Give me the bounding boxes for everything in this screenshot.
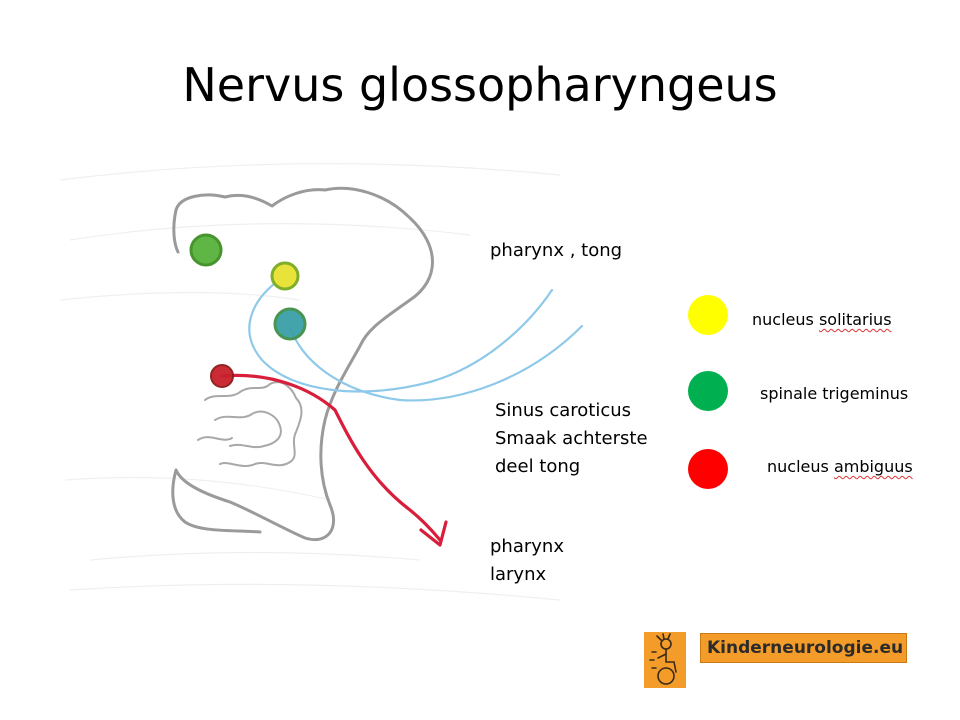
label-sinus-caroticus: Sinus caroticus Smaak achterste deel ton… — [495, 397, 648, 481]
green-nucleus-icon — [189, 233, 223, 267]
wheelchair-child-logo-icon — [644, 632, 686, 688]
site-banner[interactable]: Kinderneurologie.eu — [700, 633, 907, 663]
blue-fibers — [248, 276, 584, 402]
label-pharynx-tong: pharynx , tong — [490, 240, 623, 261]
label-larynx: larynx — [490, 564, 547, 585]
legend-dot-red — [688, 449, 728, 489]
legend-text-a: spinale trigeminus — [760, 384, 909, 403]
legend-nucleus-solitarius: nucleus solitarius — [752, 309, 892, 331]
label-pharynx-larynx: pharynx larynx — [490, 533, 564, 589]
label-sinus-line-3: deel tong — [495, 456, 581, 477]
legend-text-b: solitarius — [818, 310, 892, 329]
slide-title: Nervus glossopharyngeus — [182, 58, 778, 112]
label-sinus-line-1: Sinus caroticus — [495, 400, 632, 421]
nuclei — [189, 233, 307, 388]
blue-green-nucleus-icon — [273, 307, 307, 341]
legend-dot-green — [688, 371, 728, 411]
legend-text-a: nucleus — [767, 457, 834, 476]
red-fiber-arrow — [220, 373, 448, 547]
legend-spinale-trigeminus: spinale trigeminus — [760, 383, 908, 405]
yellow-nucleus-icon — [270, 261, 300, 291]
red-nucleus-icon — [210, 364, 234, 388]
label-pharynx: pharynx — [490, 536, 564, 557]
legend-nucleus-ambiguus: nucleus ambiguus — [767, 456, 913, 478]
site-name: Kinderneurologie.eu — [707, 638, 904, 658]
legend-text-b: ambiguus — [833, 457, 913, 476]
label-sinus-line-2: Smaak achterste — [495, 428, 648, 449]
legend-text-a: nucleus — [752, 310, 819, 329]
olive-structure — [197, 381, 303, 467]
legend-dot-yellow — [688, 295, 728, 335]
pencil-background-shading — [59, 163, 561, 601]
brainstem-outline — [171, 186, 434, 541]
